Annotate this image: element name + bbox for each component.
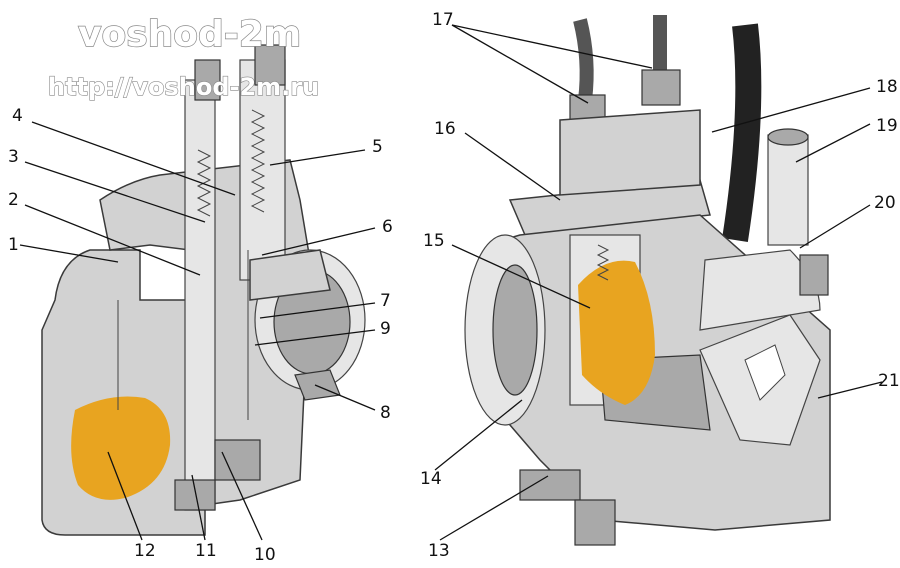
label-5: 5 — [372, 137, 383, 157]
label-17: 17 — [432, 10, 454, 30]
label-11: 11 — [195, 541, 217, 561]
label-3: 3 — [8, 147, 19, 167]
label-13: 13 — [428, 541, 450, 561]
label-8: 8 — [380, 403, 391, 423]
label-18: 18 — [876, 77, 898, 97]
label-14: 14 — [420, 469, 442, 489]
label-6: 6 — [382, 217, 393, 237]
label-19: 19 — [876, 116, 898, 136]
label-15: 15 — [423, 231, 445, 251]
left-float-highlight — [71, 396, 171, 500]
leader-lines — [19, 24, 883, 541]
label-4: 4 — [12, 106, 23, 126]
label-9: 9 — [380, 319, 391, 339]
label-10: 10 — [254, 545, 276, 565]
watermark-title: voshod-2m — [78, 14, 301, 55]
label-2: 2 — [8, 190, 19, 210]
left-springs — [196, 109, 266, 217]
label-12: 12 — [134, 541, 156, 561]
callout-labels: 1 2 3 4 5 6 7 9 8 10 11 12 13 14 15 16 1… — [8, 10, 900, 565]
label-1: 1 — [8, 235, 19, 255]
label-20: 20 — [874, 193, 896, 213]
right-carburetor-drawing — [464, 15, 831, 546]
label-21: 21 — [878, 371, 900, 391]
left-carburetor-drawing — [41, 44, 366, 536]
watermark-url: http://voshod-2m.ru — [48, 73, 319, 101]
right-slide-highlight — [578, 260, 655, 405]
label-7: 7 — [380, 291, 391, 311]
label-16: 16 — [434, 119, 456, 139]
